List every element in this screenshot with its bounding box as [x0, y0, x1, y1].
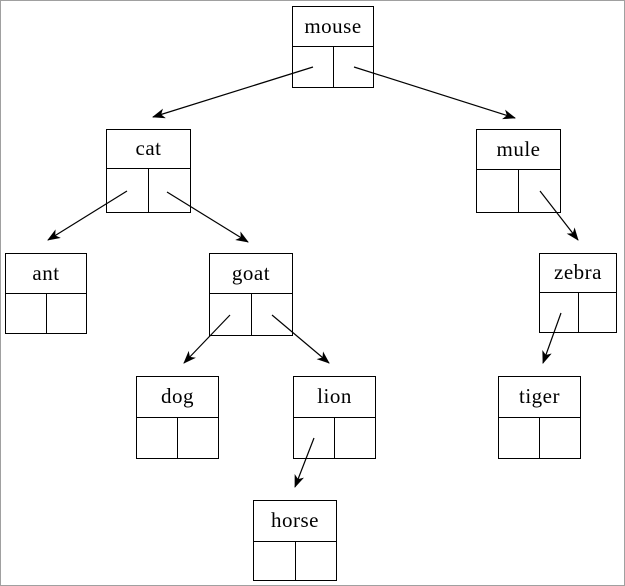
left-pointer-cell: [293, 46, 334, 87]
node-label: dog: [137, 377, 218, 418]
left-pointer-cell: [107, 168, 149, 212]
tree-node-dog: dog: [136, 376, 219, 459]
left-pointer-cell: [6, 293, 47, 333]
right-pointer-cell: [540, 418, 580, 459]
pointer-cells: [540, 292, 617, 333]
right-pointer-cell: [335, 418, 375, 459]
left-pointer-cell: [540, 292, 579, 332]
right-pointer-cell: [178, 418, 218, 459]
tree-node-ant: ant: [5, 253, 87, 334]
right-pointer-cell: [334, 47, 374, 88]
right-pointer-cell: [149, 169, 190, 213]
right-pointer-cell: [579, 293, 617, 333]
tree-node-lion: lion: [293, 376, 376, 459]
node-label: ant: [6, 254, 86, 294]
pointer-cells: [293, 46, 374, 88]
pointer-cells: [477, 169, 560, 213]
tree-node-horse: horse: [253, 500, 337, 581]
right-pointer-cell: [296, 542, 337, 581]
left-pointer-cell: [210, 293, 252, 335]
left-pointer-cell: [294, 417, 335, 458]
tree-node-mule: mule: [476, 129, 561, 213]
tree-node-cat: cat: [106, 129, 191, 213]
tree-node-goat: goat: [209, 253, 293, 336]
tree-node-mouse: mouse: [292, 6, 374, 88]
pointer-cells: [107, 168, 190, 213]
right-pointer-cell: [47, 294, 87, 334]
node-label: zebra: [540, 254, 616, 293]
pointer-cells: [499, 417, 580, 459]
edge-mouse-mule: [353, 66, 516, 120]
pointer-cells: [6, 293, 87, 334]
node-label: mouse: [293, 7, 373, 47]
right-pointer-cell: [519, 170, 560, 213]
node-label: horse: [254, 501, 336, 542]
left-pointer-cell: [499, 417, 540, 458]
pointer-cells: [294, 417, 375, 459]
node-label: mule: [477, 130, 560, 170]
left-pointer-cell: [477, 169, 519, 212]
tree-node-zebra: zebra: [539, 253, 617, 333]
pointer-cells: [210, 293, 293, 336]
left-pointer-cell: [137, 417, 178, 458]
pointer-cells: [254, 541, 337, 581]
node-label: cat: [107, 130, 190, 169]
node-label: goat: [210, 254, 292, 294]
edge-mouse-cat: [152, 66, 314, 119]
tree-node-tiger: tiger: [498, 376, 581, 459]
pointer-cells: [137, 417, 218, 459]
node-label: tiger: [499, 377, 580, 418]
node-label: lion: [294, 377, 375, 418]
right-pointer-cell: [252, 294, 293, 336]
left-pointer-cell: [254, 541, 296, 580]
